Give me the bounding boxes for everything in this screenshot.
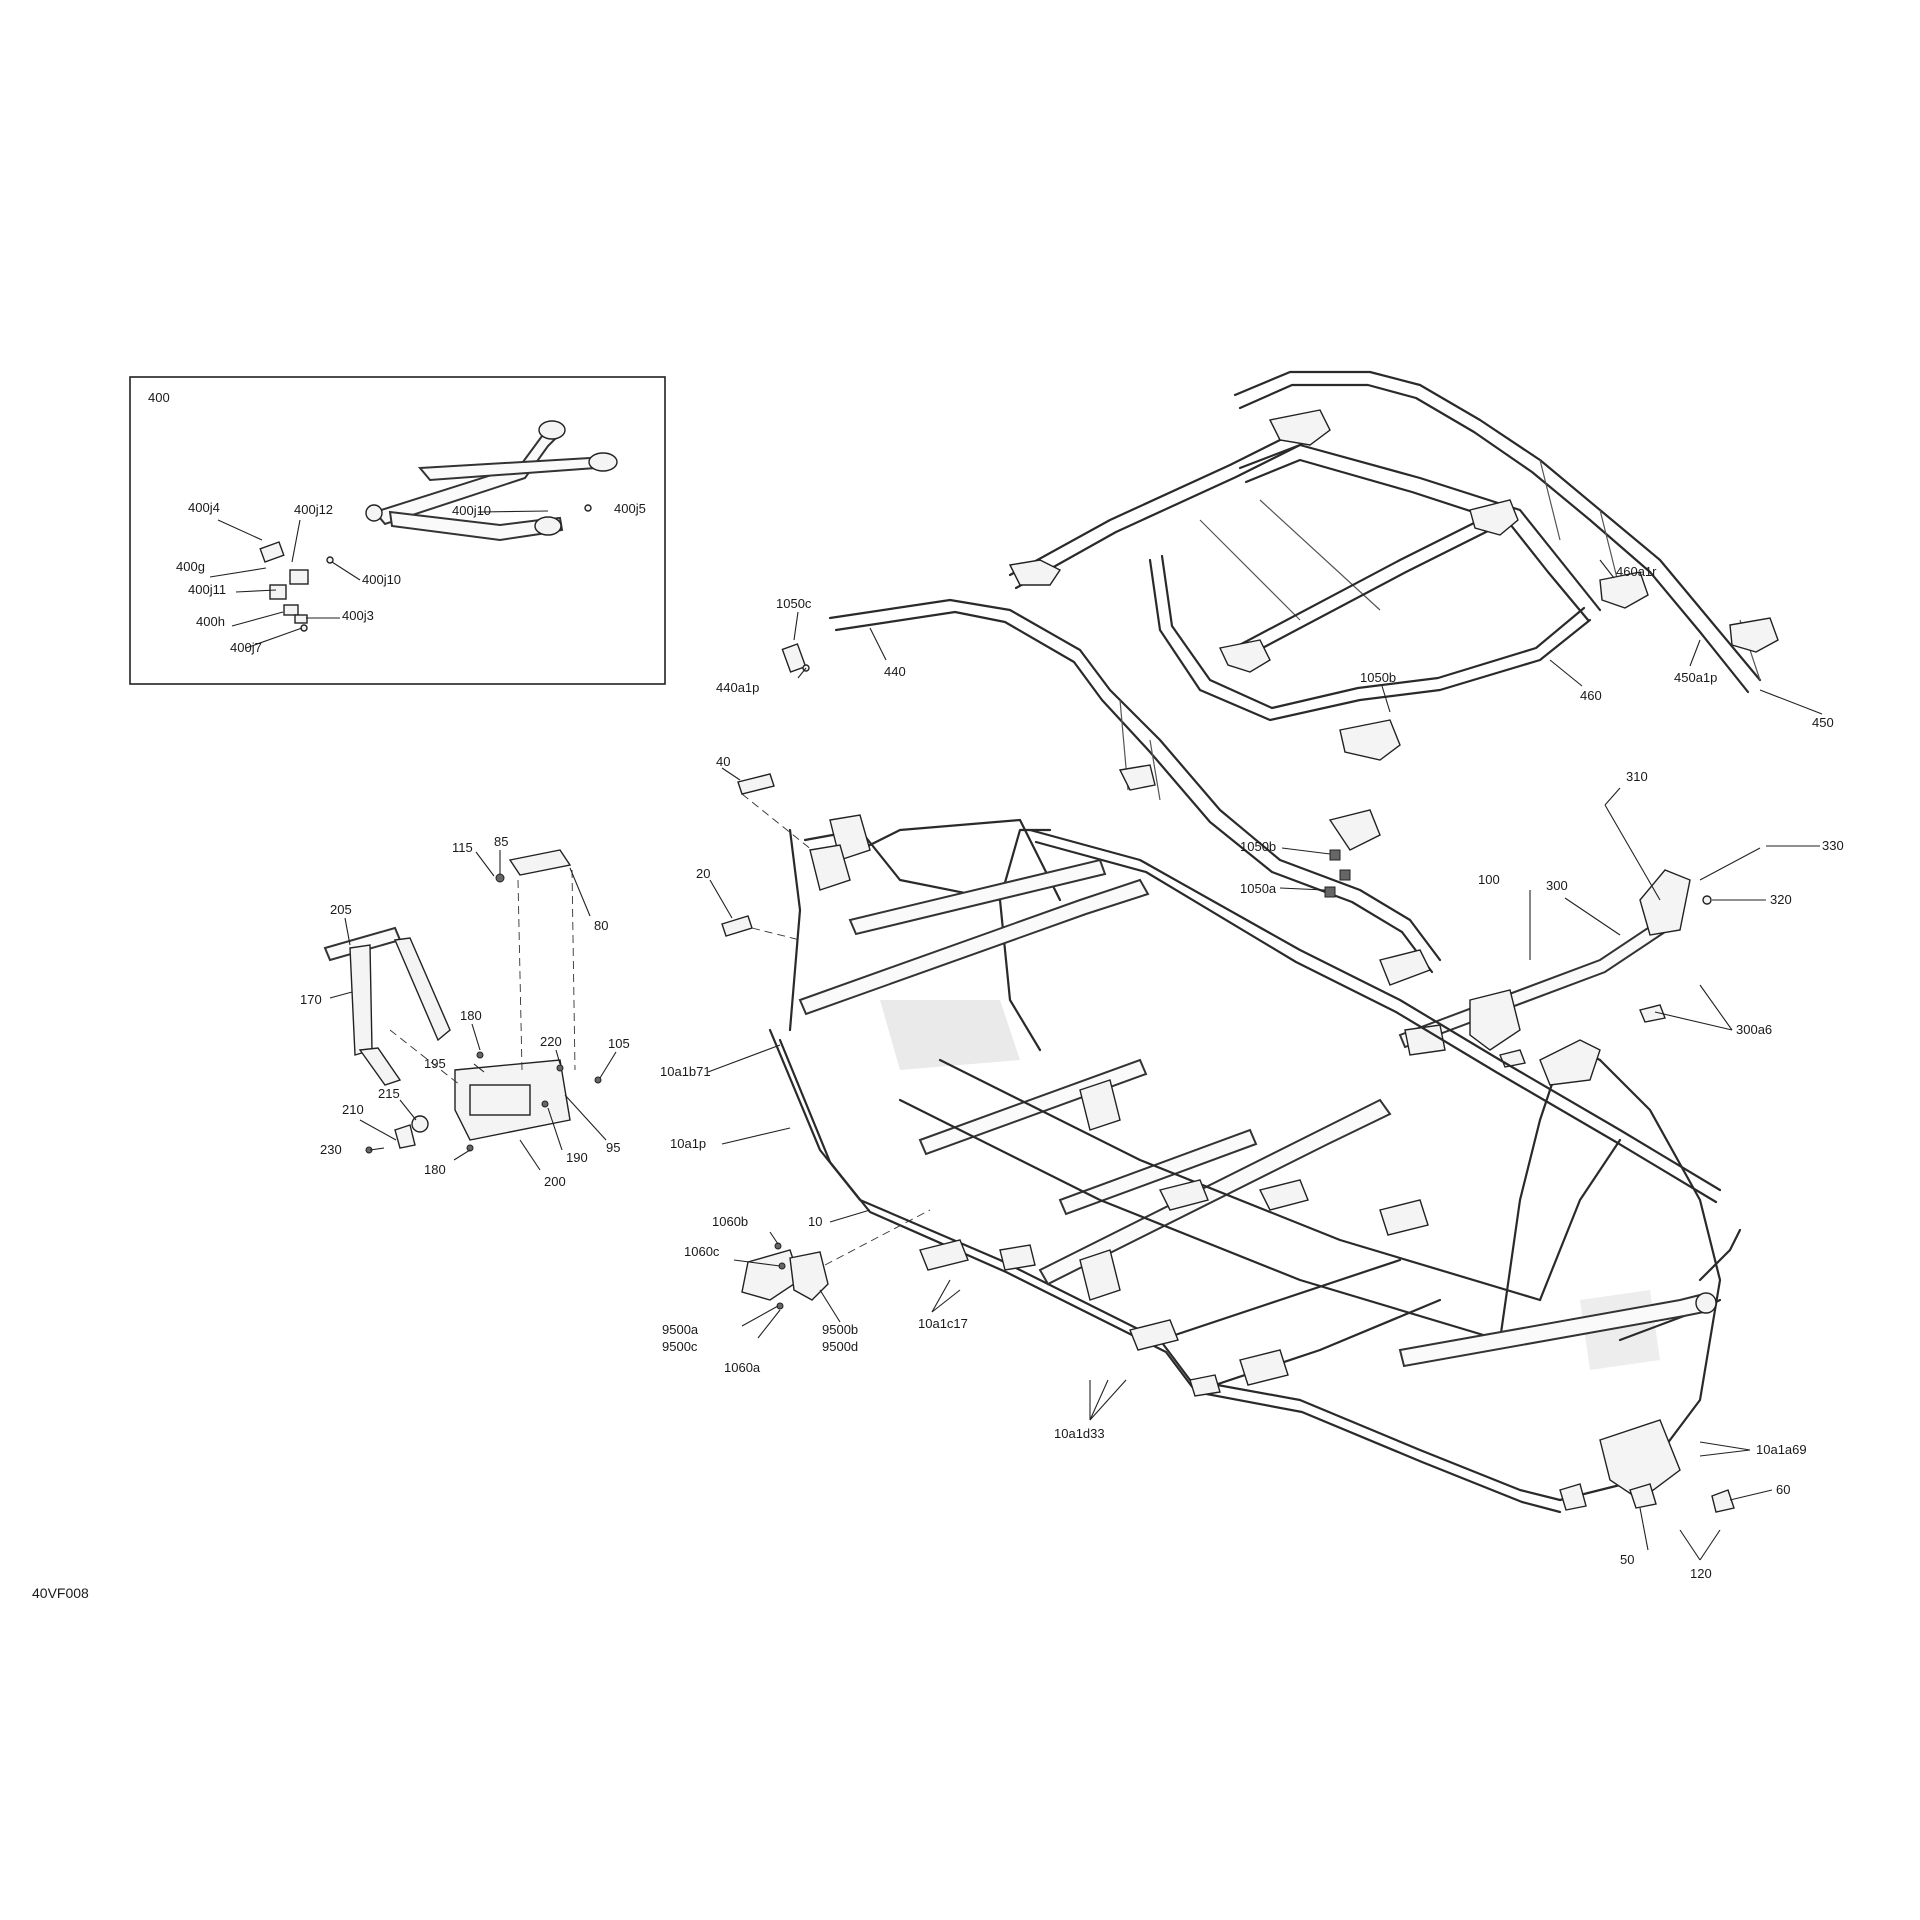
label-85: 85 bbox=[494, 834, 508, 849]
label-9500c: 9500c bbox=[662, 1339, 698, 1354]
label-60: 60 bbox=[1776, 1482, 1790, 1497]
label-310: 310 bbox=[1626, 769, 1648, 784]
label-10a1a69: 10a1a69 bbox=[1756, 1442, 1807, 1457]
label-195: 195 bbox=[424, 1056, 446, 1071]
inset-panel-400: 400 400j4 400j12 400j10 400j5 400g bbox=[129, 376, 666, 685]
label-400j3: 400j3 bbox=[342, 608, 374, 623]
label-10a1p: 10a1p bbox=[670, 1136, 706, 1151]
label-105: 105 bbox=[608, 1036, 630, 1051]
label-10: 10 bbox=[808, 1214, 822, 1229]
main-chassis-frame: 10a1b71 10a1p 10 1060b 1060c 9500a 9500c… bbox=[660, 814, 1807, 1581]
label-1050a: 1050a bbox=[1240, 881, 1277, 896]
label-40: 40 bbox=[716, 754, 730, 769]
label-10a1d33: 10a1d33 bbox=[1054, 1426, 1105, 1441]
label-180-a: 180 bbox=[460, 1008, 482, 1023]
label-9500b: 9500b bbox=[822, 1322, 858, 1337]
label-460a1r: 460a1r bbox=[1616, 564, 1657, 579]
label-1050c: 1050c bbox=[776, 596, 812, 611]
label-180-b: 180 bbox=[424, 1162, 446, 1177]
label-205: 205 bbox=[330, 902, 352, 917]
label-450: 450 bbox=[1812, 715, 1834, 730]
label-170: 170 bbox=[300, 992, 322, 1007]
label-220: 220 bbox=[540, 1034, 562, 1049]
label-400j10-a: 400j10 bbox=[452, 503, 491, 518]
label-50: 50 bbox=[1620, 1552, 1634, 1567]
label-400j10-b: 400j10 bbox=[362, 572, 401, 587]
label-20: 20 bbox=[696, 866, 710, 881]
label-120: 120 bbox=[1690, 1566, 1712, 1581]
label-400j12: 400j12 bbox=[294, 502, 333, 517]
label-1060c: 1060c bbox=[684, 1244, 720, 1259]
label-400j7: 400j7 bbox=[230, 640, 262, 655]
label-80: 80 bbox=[594, 918, 608, 933]
label-100: 100 bbox=[1478, 872, 1500, 887]
label-215: 215 bbox=[378, 1086, 400, 1101]
label-1050b-top: 1050b bbox=[1360, 670, 1396, 685]
label-320: 320 bbox=[1770, 892, 1792, 907]
label-200: 200 bbox=[544, 1174, 566, 1189]
seat-bracket-assembly: 85 115 80 205 170 180 220 105 195 210 21… bbox=[300, 834, 630, 1189]
label-190: 190 bbox=[566, 1150, 588, 1165]
label-9500a: 9500a bbox=[662, 1322, 699, 1337]
label-10a1c17: 10a1c17 bbox=[918, 1316, 968, 1331]
roll-cage-assembly: 1050c 440a1p 440 460 1050b 460a1r 450a1p… bbox=[716, 370, 1834, 974]
label-400g: 400g bbox=[176, 559, 205, 574]
label-440: 440 bbox=[884, 664, 906, 679]
diagram-code: 40VF008 bbox=[32, 1585, 89, 1601]
label-9500d: 9500d bbox=[822, 1339, 858, 1354]
label-400j4: 400j4 bbox=[188, 500, 220, 515]
label-95: 95 bbox=[606, 1140, 620, 1155]
label-330: 330 bbox=[1822, 838, 1844, 853]
label-10a1b71: 10a1b71 bbox=[660, 1064, 711, 1079]
label-300a6: 300a6 bbox=[1736, 1022, 1772, 1037]
label-450a1p: 450a1p bbox=[1674, 670, 1717, 685]
steering-column-assembly: 310 330 100 300 320 300a6 bbox=[1398, 769, 1844, 1068]
label-440a1p: 440a1p bbox=[716, 680, 759, 695]
label-400j11: 400j11 bbox=[188, 582, 226, 597]
label-210: 210 bbox=[342, 1102, 364, 1117]
label-230: 230 bbox=[320, 1142, 342, 1157]
label-400j5: 400j5 bbox=[614, 501, 646, 516]
label-1060a: 1060a bbox=[724, 1360, 761, 1375]
inset-title: 400 bbox=[148, 390, 170, 405]
label-460: 460 bbox=[1580, 688, 1602, 703]
label-300: 300 bbox=[1546, 878, 1568, 893]
label-1050b: 1050b bbox=[1240, 839, 1276, 854]
frame-mount-parts: 40 20 1050b 1050a bbox=[696, 754, 1351, 941]
label-1060b: 1060b bbox=[712, 1214, 748, 1229]
label-115: 115 bbox=[452, 840, 473, 855]
label-400h: 400h bbox=[196, 614, 225, 629]
